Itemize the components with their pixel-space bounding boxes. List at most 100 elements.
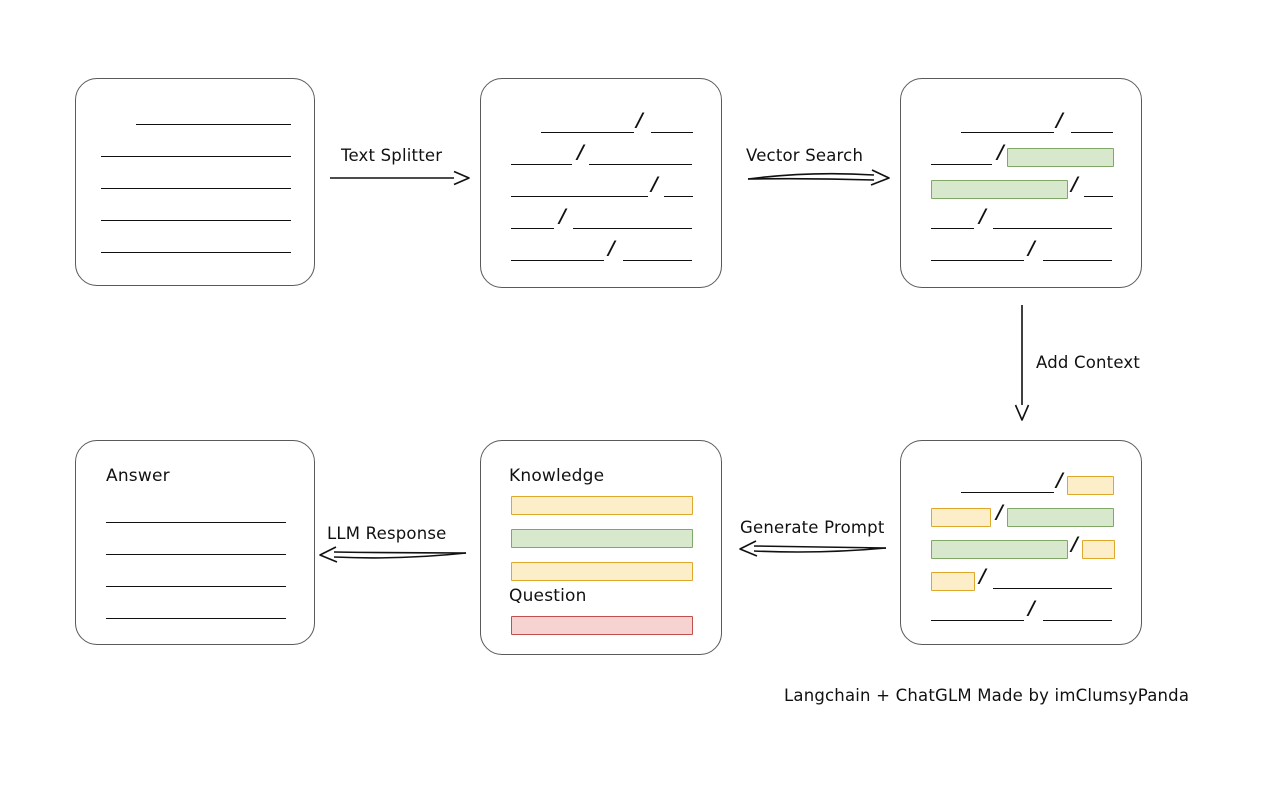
text-line-segment bbox=[106, 509, 286, 523]
document-line: / bbox=[901, 534, 1141, 563]
answer-content: Answer bbox=[76, 441, 314, 644]
text-line-segment bbox=[931, 607, 1024, 621]
text-line-segment bbox=[573, 215, 692, 229]
text-line-segment bbox=[106, 573, 286, 587]
separator-slash: / bbox=[1071, 173, 1078, 195]
prompt-knowledge-chunk bbox=[511, 562, 693, 581]
text-line-segment bbox=[101, 239, 291, 253]
document-line: / bbox=[901, 566, 1141, 595]
document-line bbox=[76, 239, 314, 259]
node-answer[interactable]: Answer bbox=[75, 440, 315, 645]
text-line-segment bbox=[651, 119, 693, 133]
text-line-segment bbox=[1084, 183, 1113, 197]
prompt-knowledge-chunk bbox=[511, 529, 693, 548]
text-line-segment bbox=[993, 575, 1112, 589]
document-line: / bbox=[481, 174, 721, 203]
matched-chunk-highlight bbox=[1007, 148, 1114, 167]
text-line-segment bbox=[623, 247, 692, 261]
separator-slash: / bbox=[577, 141, 584, 163]
document-line bbox=[76, 509, 314, 529]
text-line-segment bbox=[931, 151, 992, 165]
prompt-content: Knowledge Question bbox=[481, 441, 721, 654]
separator-slash: / bbox=[979, 205, 986, 227]
text-line-segment bbox=[589, 151, 692, 165]
arrow-add-context bbox=[1014, 305, 1030, 421]
text-line-segment bbox=[1071, 119, 1113, 133]
document-line: / bbox=[901, 598, 1141, 627]
arrow-text-splitter bbox=[330, 170, 470, 186]
document-line bbox=[76, 175, 314, 195]
document-lines bbox=[76, 79, 314, 285]
prompt-knowledge-label: Knowledge bbox=[509, 466, 605, 486]
prompt-question-chunk bbox=[511, 616, 693, 635]
separator-slash: / bbox=[636, 109, 643, 131]
document-line: / bbox=[901, 174, 1141, 203]
node-matched-document[interactable]: / / / / / bbox=[900, 78, 1142, 288]
document-line: / bbox=[901, 206, 1141, 235]
separator-slash: / bbox=[559, 205, 566, 227]
node-context-document[interactable]: / / / / / bbox=[900, 440, 1142, 645]
separator-slash: / bbox=[608, 237, 615, 259]
node-split-document[interactable]: / / / / / bbox=[480, 78, 722, 288]
text-line-segment bbox=[541, 119, 634, 133]
document-line bbox=[76, 111, 314, 131]
document-lines: / / / / / bbox=[481, 79, 721, 287]
separator-slash: / bbox=[1028, 597, 1035, 619]
separator-slash: / bbox=[997, 141, 1004, 163]
document-line: / bbox=[901, 238, 1141, 267]
document-line bbox=[76, 541, 314, 561]
arrow-label-llm-response: LLM Response bbox=[327, 524, 447, 543]
context-chunk-highlight bbox=[931, 508, 991, 527]
document-line: / bbox=[481, 206, 721, 235]
document-line: / bbox=[901, 142, 1141, 171]
text-line-segment bbox=[136, 111, 291, 125]
answer-label: Answer bbox=[106, 466, 170, 486]
prompt-knowledge-chunk bbox=[511, 496, 693, 515]
context-chunk-highlight bbox=[931, 572, 975, 591]
document-line: / bbox=[901, 110, 1141, 139]
document-line: / bbox=[901, 502, 1141, 531]
document-line: / bbox=[481, 142, 721, 171]
text-line-segment bbox=[961, 479, 1054, 493]
arrow-label-vector-search: Vector Search bbox=[746, 146, 864, 165]
arrow-label-add-context: Add Context bbox=[1036, 353, 1141, 372]
separator-slash: / bbox=[996, 501, 1003, 523]
separator-slash: / bbox=[1056, 109, 1063, 131]
text-line-segment bbox=[511, 247, 604, 261]
separator-slash: / bbox=[1028, 237, 1035, 259]
document-lines: / / / / / bbox=[901, 441, 1141, 644]
separator-slash: / bbox=[1056, 469, 1063, 491]
text-line-segment bbox=[664, 183, 693, 197]
arrow-llm-response bbox=[319, 546, 467, 563]
document-line bbox=[76, 207, 314, 227]
separator-slash: / bbox=[1071, 533, 1078, 555]
separator-slash: / bbox=[651, 173, 658, 195]
text-line-segment bbox=[101, 143, 291, 157]
matched-chunk-highlight bbox=[931, 540, 1068, 559]
text-line-segment bbox=[511, 183, 648, 197]
text-line-segment bbox=[511, 215, 554, 229]
arrow-generate-prompt bbox=[739, 540, 887, 557]
prompt-question-label: Question bbox=[509, 586, 587, 606]
text-line-segment bbox=[106, 605, 286, 619]
text-line-segment bbox=[101, 207, 291, 221]
node-prompt[interactable]: Knowledge Question bbox=[480, 440, 722, 655]
text-line-segment bbox=[931, 215, 974, 229]
text-line-segment bbox=[106, 541, 286, 555]
document-line: / bbox=[481, 238, 721, 267]
footer-credit: Langchain + ChatGLM Made by imClumsyPand… bbox=[784, 686, 1190, 705]
text-line-segment bbox=[1043, 607, 1112, 621]
document-lines: / / / / / bbox=[901, 79, 1141, 287]
context-chunk-highlight bbox=[1067, 476, 1114, 495]
document-line: / bbox=[481, 110, 721, 139]
text-line-segment bbox=[101, 175, 291, 189]
matched-chunk-highlight bbox=[931, 180, 1068, 199]
text-line-segment bbox=[511, 151, 572, 165]
context-chunk-highlight bbox=[1082, 540, 1115, 559]
node-source-document[interactable] bbox=[75, 78, 315, 286]
document-line bbox=[76, 143, 314, 163]
arrow-label-generate-prompt: Generate Prompt bbox=[740, 518, 885, 537]
arrow-vector-search bbox=[747, 169, 890, 186]
text-line-segment bbox=[961, 119, 1054, 133]
